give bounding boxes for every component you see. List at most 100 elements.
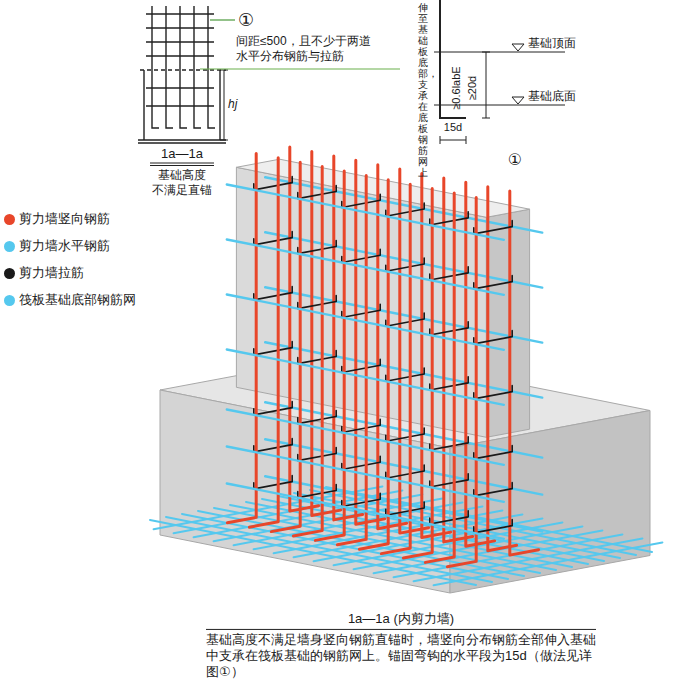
dimension-label: hj xyxy=(228,97,237,112)
leader-line xyxy=(200,68,400,69)
horizontal-bar xyxy=(265,232,542,287)
tie-bar xyxy=(342,493,380,506)
dimension-label: ≥20d xyxy=(466,76,480,100)
vertical-bar xyxy=(510,191,539,555)
tie-bar xyxy=(430,511,468,524)
tie-bar xyxy=(298,410,336,423)
tie-bar xyxy=(298,447,336,460)
vertical-bar xyxy=(381,184,410,553)
vertical-bar xyxy=(208,6,215,128)
tie-bar xyxy=(474,520,512,533)
horizontal-bar xyxy=(227,294,504,349)
horizontal-bar xyxy=(146,88,214,106)
legend-swatch xyxy=(4,295,15,306)
raft-mesh-bar xyxy=(414,538,643,581)
spacing-note: 间距≤500，且不少于两道 水平分布钢筋与拉筋 xyxy=(236,34,414,64)
tie-bar xyxy=(474,446,512,459)
legend-entry: 筏板基础底部钢筋网 xyxy=(4,291,136,309)
horizontal-bar xyxy=(227,239,504,294)
vertical-bar xyxy=(194,6,201,128)
tie-bar xyxy=(298,350,336,363)
tie-bar xyxy=(430,437,468,450)
tie-bar xyxy=(430,267,468,280)
tie-bar xyxy=(298,185,336,198)
legend-entry: 剪力墙竖向钢筋 xyxy=(4,210,110,228)
tie-bar xyxy=(298,295,336,308)
wall-illustration xyxy=(150,147,662,593)
vertical-bar xyxy=(166,6,173,128)
tie-bar xyxy=(298,240,336,253)
tie-bar xyxy=(254,476,292,489)
tie-bar xyxy=(254,287,292,300)
tie-bar xyxy=(430,212,468,225)
tie-bar xyxy=(254,402,292,415)
legend-swatch xyxy=(4,241,15,252)
horizontal-bar xyxy=(227,184,504,239)
horizontal-bar xyxy=(227,446,504,501)
horizontal-bar xyxy=(227,349,504,404)
tie-bar xyxy=(386,465,424,478)
section-title: 1a—1a xyxy=(161,146,203,162)
tie-bar xyxy=(254,232,292,245)
callout-number: ① xyxy=(508,150,522,170)
tie-bar xyxy=(430,322,468,335)
tie-bar xyxy=(342,456,380,469)
dimension-line xyxy=(440,136,466,144)
vertical-bar xyxy=(403,189,432,558)
vertical-bar xyxy=(152,6,159,128)
tie-bar xyxy=(386,428,424,441)
vertical-bar xyxy=(271,162,300,531)
legend-label: 筏板基础底部钢筋网 xyxy=(19,291,136,309)
vertical-bar xyxy=(359,180,388,549)
vertical-bar xyxy=(249,158,278,527)
tie-bar xyxy=(430,474,468,487)
horizontal-bar xyxy=(265,402,542,457)
tie-bar xyxy=(342,249,380,262)
tie-bar xyxy=(474,221,512,234)
tie-bar xyxy=(474,483,512,496)
level-symbol xyxy=(512,44,524,51)
vertical-bar xyxy=(315,171,344,540)
tie-bar xyxy=(474,276,512,289)
horizontal-bar xyxy=(265,439,542,494)
caption-underline xyxy=(206,629,596,630)
horizontal-bar xyxy=(265,342,542,397)
tie-bar xyxy=(474,386,512,399)
level-label: 基础底面 xyxy=(528,89,576,104)
tie-bar xyxy=(342,359,380,372)
vertical-bar xyxy=(447,197,476,566)
tie-bar xyxy=(386,502,424,515)
foundation-edge xyxy=(144,70,220,140)
vertical-bar xyxy=(227,153,256,522)
tie-bar xyxy=(342,194,380,207)
horizontal-bar xyxy=(227,409,504,464)
vertical-bar xyxy=(180,6,187,128)
legend-label: 剪力墙水平钢筋 xyxy=(19,237,110,255)
legend-entry: 剪力墙拉筋 xyxy=(4,264,84,282)
horizontal-bar xyxy=(146,14,214,56)
legend-swatch xyxy=(4,268,15,279)
vertical-bar xyxy=(337,175,366,544)
vertical-bar xyxy=(488,187,517,551)
anchor-note: 伸至基础板底部，支承在底板钢筋网上 xyxy=(418,2,428,178)
level-label: 基础顶面 xyxy=(528,36,576,51)
tie-bar xyxy=(386,258,424,271)
tie-bar xyxy=(386,203,424,216)
legend-entry: 剪力墙水平钢筋 xyxy=(4,237,110,255)
horizontal-bar xyxy=(265,287,542,342)
horizontal-bar xyxy=(265,177,542,232)
callout-number: ① xyxy=(238,9,254,32)
tie-bar xyxy=(342,419,380,432)
tie-bar xyxy=(342,304,380,317)
vertical-bar xyxy=(293,167,322,536)
legend-swatch xyxy=(4,214,15,225)
horizontal-bar xyxy=(227,483,504,538)
foundation-bottom-line xyxy=(138,140,226,143)
wall-top-face xyxy=(236,159,529,217)
tie-bar xyxy=(386,313,424,326)
figure-caption: 基础高度不满足墙身竖向钢筋直锚时，墙竖向分布钢筋全部伸入基础中支承在筏板基础的钢… xyxy=(206,632,596,680)
tie-bar xyxy=(254,342,292,355)
figure-title: 1a—1a (内剪力墙) xyxy=(348,611,454,627)
dimension-line xyxy=(220,70,228,140)
